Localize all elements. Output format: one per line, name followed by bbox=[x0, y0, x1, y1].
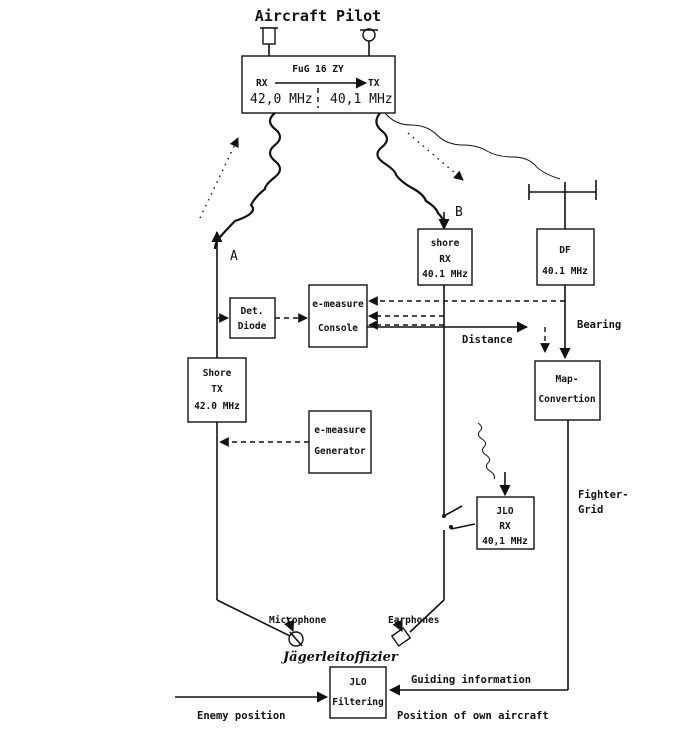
fug-rx-label: RX bbox=[256, 78, 268, 89]
earphone-icon-top bbox=[360, 28, 378, 56]
fug-tx-freq: 40,1 MHz bbox=[330, 92, 393, 107]
radio-link-b bbox=[375, 112, 446, 226]
df-antenna-icon bbox=[528, 180, 597, 229]
fighter-label-1: Fighter- bbox=[578, 489, 629, 501]
jlo-rx-line3: 40,1 MHz bbox=[482, 536, 528, 547]
switch-icon bbox=[442, 505, 476, 600]
df-box: DF 40.1 MHz bbox=[536, 228, 595, 286]
df-line1: DF bbox=[559, 245, 571, 256]
microphone-icon-top bbox=[260, 27, 278, 56]
console-line2: Console bbox=[318, 323, 358, 334]
microphone-icon bbox=[288, 631, 304, 647]
jlo-rx-line2: RX bbox=[499, 521, 511, 532]
jlo-filtering-box: JLO Filtering bbox=[329, 666, 387, 719]
map-line1: Map- bbox=[556, 374, 579, 385]
emeasure-console-box: e-measure Console bbox=[308, 284, 368, 348]
fug16-box: FuG 16 ZY RX TX 42,0 MHz 40,1 MHz bbox=[241, 55, 396, 114]
path-label-b: B bbox=[455, 205, 463, 220]
own-position-label: Position of own aircraft bbox=[397, 710, 549, 722]
df-line2: 40.1 MHz bbox=[542, 266, 588, 277]
shore-tx-line3: 42.0 MHz bbox=[194, 401, 240, 412]
radio-link-a bbox=[213, 112, 282, 250]
officer-label: Jägerleitoffizier bbox=[280, 650, 399, 665]
fug-name: FuG 16 ZY bbox=[292, 64, 344, 75]
radio-link-df bbox=[384, 112, 561, 180]
fug-rx-freq: 42,0 MHz bbox=[250, 92, 313, 107]
earphones-icon bbox=[390, 627, 412, 647]
shore-rx-box: shore RX 40.1 MHz bbox=[417, 228, 473, 286]
distance-label: Distance bbox=[462, 334, 513, 346]
enemy-label: Enemy position bbox=[197, 710, 286, 722]
jlo-rx-line1: JLO bbox=[496, 506, 513, 517]
path-label-a: A bbox=[230, 249, 238, 264]
det-diode-line2: Diode bbox=[238, 321, 267, 332]
earphones-label: Earphones bbox=[388, 615, 439, 626]
diagram-title: Aircraft Pilot bbox=[255, 7, 381, 25]
console-line1: e-measure bbox=[312, 299, 364, 310]
shore-tx-line2: TX bbox=[211, 384, 223, 395]
shore-rx-line2: RX bbox=[439, 254, 451, 265]
guiding-label: Guiding information bbox=[411, 674, 531, 686]
emeasure-generator-box: e-measure Generator bbox=[308, 410, 372, 474]
map-line2: Convertion bbox=[538, 394, 595, 405]
generator-line1: e-measure bbox=[314, 425, 366, 436]
shore-rx-line3: 40.1 MHz bbox=[422, 269, 468, 280]
shore-tx-box: Shore TX 42.0 MHz bbox=[187, 357, 247, 423]
jlo-filter-line1: JLO bbox=[349, 677, 366, 688]
fug-tx-label: TX bbox=[368, 78, 380, 89]
direction-arrow-b bbox=[407, 132, 464, 181]
microphone-label: Microphone bbox=[269, 615, 326, 626]
shore-rx-line1: shore bbox=[431, 238, 460, 249]
map-convertion-box: Map- Convertion bbox=[534, 360, 601, 421]
jlo-antenna-wave bbox=[477, 422, 495, 480]
shore-tx-line1: Shore bbox=[203, 368, 232, 379]
bearing-label: Bearing bbox=[577, 319, 621, 331]
generator-line2: Generator bbox=[314, 446, 366, 457]
det-diode-box: Det. Diode bbox=[229, 297, 276, 339]
jlo-filter-line2: Filtering bbox=[332, 697, 384, 708]
fighter-label-2: Grid bbox=[578, 504, 603, 516]
jlo-rx-box: JLO RX 40,1 MHz bbox=[476, 496, 535, 550]
direction-arrow-a bbox=[199, 137, 239, 219]
det-diode-line1: Det. bbox=[241, 306, 264, 317]
